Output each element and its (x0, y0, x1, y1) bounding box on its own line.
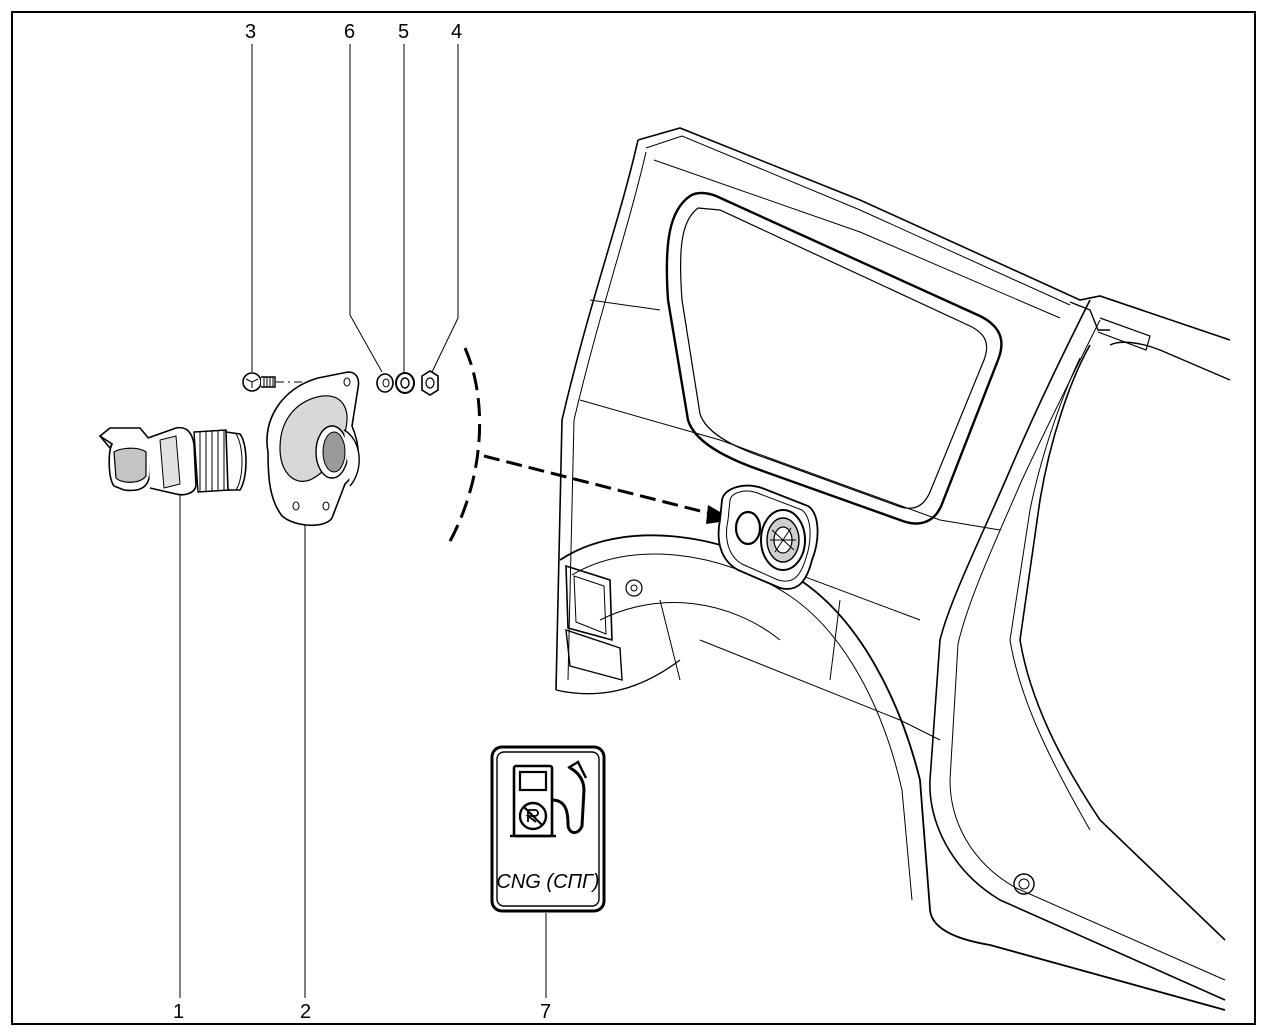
fuel-door-opening (717, 484, 819, 590)
callout-5: 5 (398, 21, 409, 43)
detail-arc (446, 347, 482, 546)
callout-1: 1 (173, 1001, 184, 1023)
lock-washer-part-5 (395, 372, 415, 394)
callout-7: 7 (540, 1001, 551, 1023)
callout-4: 4 (451, 21, 462, 43)
cng-sign-part-7: CNG (СПГ) (490, 745, 606, 913)
install-arrow (483, 454, 734, 524)
cng-sign-text: CNG (СПГ) (496, 871, 599, 893)
callout-6: 6 (344, 21, 355, 43)
filler-valve-part-1 (98, 426, 247, 496)
washer-part-6 (376, 373, 394, 393)
nut-part-4 (421, 370, 439, 396)
diagram-border (11, 11, 1256, 1025)
fuel-pump-icon (510, 760, 588, 838)
bracket-part-2 (266, 371, 360, 527)
callout-2: 2 (300, 1001, 311, 1023)
leader-lines (179, 44, 547, 998)
rear-quarter-panel (555, 127, 1231, 1011)
callout-3: 3 (245, 21, 256, 43)
